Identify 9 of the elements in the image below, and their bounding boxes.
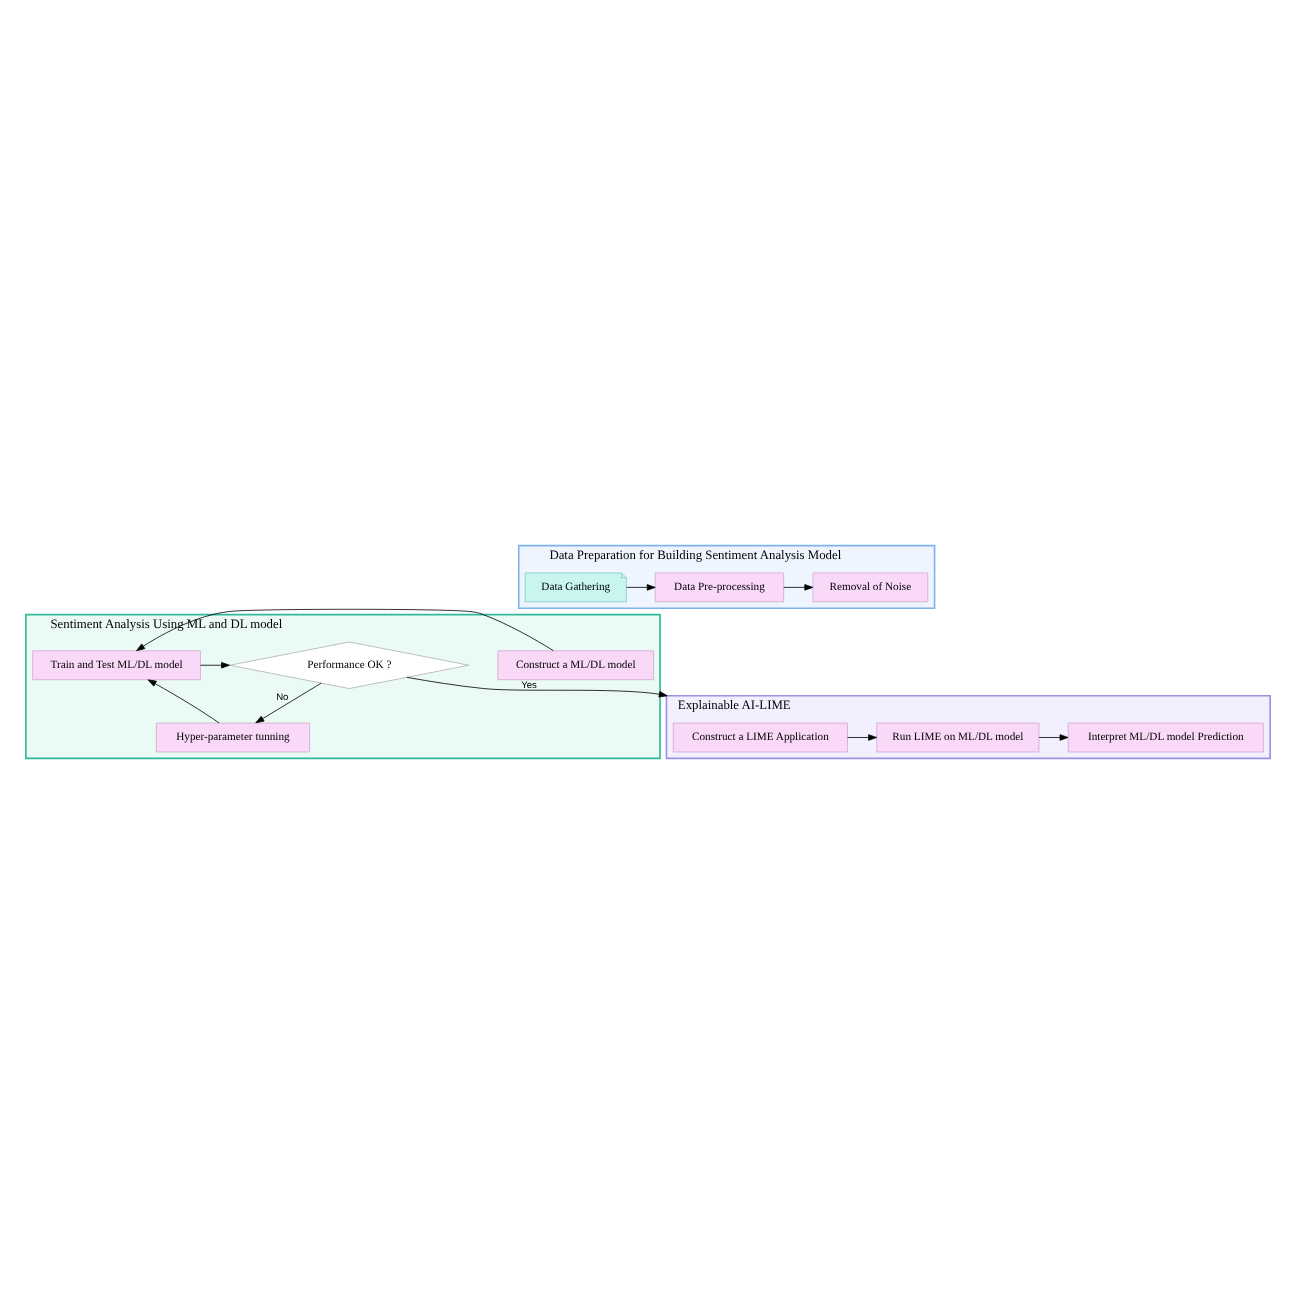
arrow [783,583,814,590]
arrow [626,583,656,590]
arrow [200,661,230,668]
arrow [255,681,322,723]
arrow [136,607,554,651]
arrow [147,678,220,723]
arrow [847,733,878,740]
arrow [406,675,668,697]
arrow [1038,733,1069,740]
